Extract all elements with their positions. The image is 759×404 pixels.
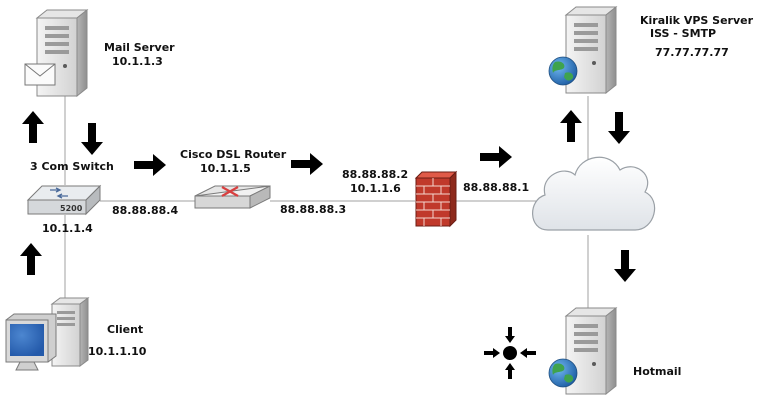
firewall-ip-outside: 88.88.88.2 bbox=[342, 168, 409, 181]
arrow-icon bbox=[291, 153, 323, 175]
router-wan-ip: 88.88.88.3 bbox=[280, 203, 347, 216]
client-server-icon bbox=[50, 297, 90, 367]
globe-icon bbox=[548, 358, 578, 388]
arrow-icon bbox=[81, 123, 103, 155]
firewall-icon bbox=[414, 170, 458, 228]
client-ip: 10.1.1.10 bbox=[88, 345, 147, 358]
client-name: Client bbox=[107, 323, 144, 336]
mail-server-name: Mail Server bbox=[104, 41, 175, 54]
gateway-ip: 88.88.88.1 bbox=[463, 181, 530, 194]
router-icon bbox=[194, 185, 271, 209]
vps-ip: 77.77.77.77 bbox=[655, 46, 729, 59]
vps-name: Kiralik VPS Server bbox=[640, 14, 754, 27]
vps-service: ISS - SMTP bbox=[650, 27, 717, 40]
switch-name: 3 Com Switch bbox=[30, 160, 114, 173]
router-name: Cisco DSL Router bbox=[180, 148, 287, 161]
mail-server-ip: 10.1.1.3 bbox=[112, 55, 163, 68]
globe-icon bbox=[548, 56, 578, 86]
arrow-icon bbox=[20, 243, 42, 275]
hotmail-name: Hotmail bbox=[633, 365, 682, 378]
switch-model-label: 5200 bbox=[60, 204, 83, 213]
desktop-icon bbox=[5, 313, 57, 371]
cloud-icon bbox=[532, 156, 656, 231]
router-ip: 10.1.1.5 bbox=[200, 162, 251, 175]
arrow-icon bbox=[22, 111, 44, 143]
connection-lines bbox=[64, 95, 589, 310]
arrow-icon bbox=[134, 154, 166, 176]
arrow-icon bbox=[608, 112, 630, 144]
arrow-icon bbox=[480, 146, 512, 168]
switch-ip: 10.1.1.4 bbox=[42, 222, 93, 235]
arrow-icon bbox=[560, 110, 582, 142]
switch-wan-ip: 88.88.88.4 bbox=[112, 204, 179, 217]
target-icon bbox=[484, 327, 536, 379]
mail-envelope-icon bbox=[24, 63, 56, 86]
firewall-ip-inside: 10.1.1.6 bbox=[350, 182, 401, 195]
arrow-icon bbox=[614, 250, 636, 282]
switch-icon bbox=[26, 184, 102, 216]
